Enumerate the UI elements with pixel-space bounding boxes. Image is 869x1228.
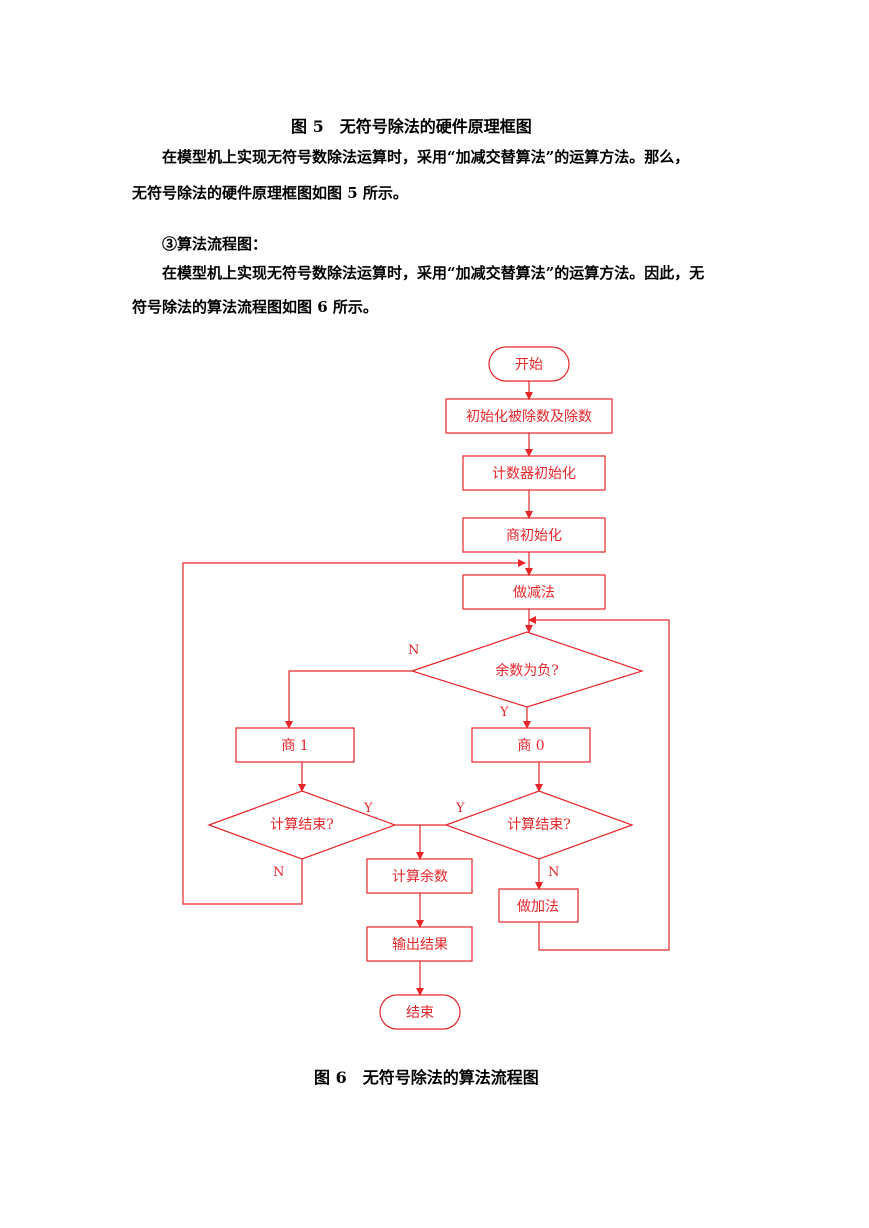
init-counter-label: 计数器初始化 (492, 465, 576, 482)
start-label: 开始 (515, 357, 543, 373)
subtract-label: 做减法 (513, 585, 555, 601)
quotient-0-box (471, 727, 591, 763)
branch-y-right: Y (455, 801, 465, 816)
done-right-diamond (444, 790, 634, 860)
branch-n-left: N (273, 865, 284, 880)
init-counter-box (462, 455, 606, 491)
quotient-0-label: 商 0 (517, 738, 544, 754)
add-label: 做加法 (517, 899, 559, 915)
figure5-caption: 图 5 无符号除法的硬件原理框图 (291, 117, 532, 136)
init-quotient-box (462, 517, 606, 553)
end-label: 结束 (406, 1005, 434, 1021)
branch-y-top: Y (499, 705, 509, 720)
output-result-label: 输出结果 (392, 937, 448, 953)
branch-y-left: Y (363, 801, 373, 816)
paragraph1-line1: 在模型机上实现无符号数除法运算时，采用“加减交替算法”的运算方法。那么， (162, 148, 690, 166)
branch-n-top: N (408, 643, 419, 658)
paragraph1-line2: 无符号除法的硬件原理框图如图 5 所示。 (132, 184, 408, 202)
remainder-negative-diamond (410, 631, 644, 708)
init-quotient-label: 商初始化 (506, 527, 562, 544)
quotient-1-label: 商 1 (281, 738, 308, 754)
branch-n-right: N (548, 865, 559, 880)
init-operands-label: 初始化被除数及除数 (466, 408, 592, 425)
figure6-caption: 图 6 无符号除法的算法流程图 (314, 1068, 539, 1087)
remainder-negative-label: 余数为负? (495, 662, 559, 679)
calc-remainder-label: 计算余数 (392, 868, 448, 885)
quotient-1-box (235, 727, 355, 763)
subtract-box (462, 574, 606, 610)
section-heading: ③算法流程图： (162, 235, 268, 253)
done-right-label: 计算结束? (507, 817, 571, 833)
edge-doneleft-loop (182, 559, 526, 905)
done-left-label: 计算结束? (270, 817, 334, 833)
paragraph2-line1: 在模型机上实现无符号数除法运算时，采用“加减交替算法”的运算方法。因此，无 (162, 264, 705, 282)
edge-add-loop (528, 616, 670, 951)
edge-diamond-q1 (285, 670, 412, 729)
paragraph2-line2: 符号除法的算法流程图如图 6 所示。 (132, 298, 378, 316)
